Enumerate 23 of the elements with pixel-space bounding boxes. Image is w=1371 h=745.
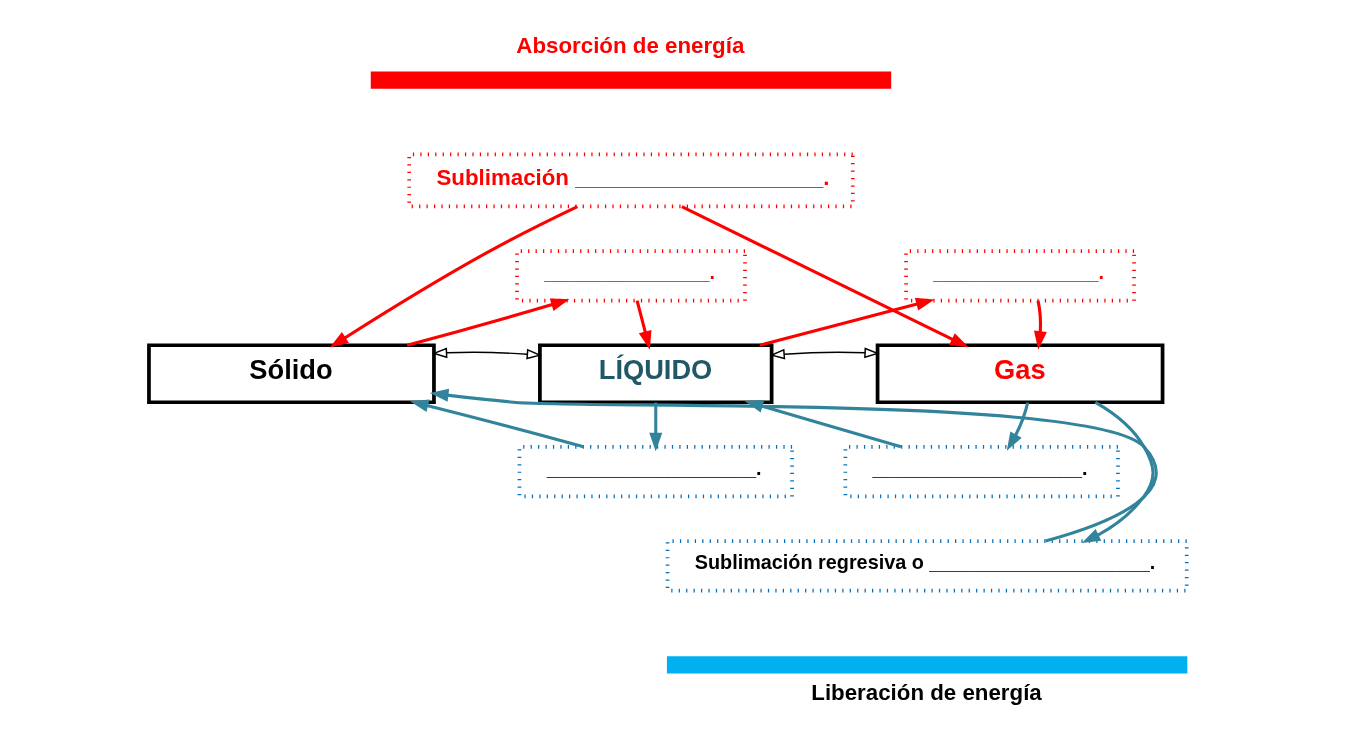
arrow: [759, 297, 935, 347]
node-box: ___________________.: [517, 445, 794, 499]
arrow: [635, 300, 652, 350]
arrow: [429, 388, 1158, 543]
arrow: [431, 347, 542, 360]
node-box: Sublimación regresiva o ____________________.: [665, 539, 1189, 593]
arrow: [1006, 402, 1030, 451]
node-box: ___________________.: [843, 445, 1120, 499]
node-box: _______________.: [904, 249, 1136, 303]
arrow: [769, 347, 880, 360]
arrow: [410, 399, 584, 449]
node-box: LÍQUIDO: [538, 343, 774, 405]
label: Absorción de energía: [516, 33, 745, 59]
node-box: Sublimación ____________________.: [407, 152, 855, 209]
arrow: [1033, 300, 1047, 350]
node-box: _______________.: [515, 249, 747, 303]
arrow: [329, 205, 579, 348]
arrow: [406, 298, 570, 347]
node-box: Sólido: [147, 343, 436, 405]
node-box: Gas: [875, 343, 1165, 405]
arrow: [1081, 401, 1155, 543]
arrow: [681, 205, 969, 348]
label: Liberación de energía: [811, 680, 1042, 706]
